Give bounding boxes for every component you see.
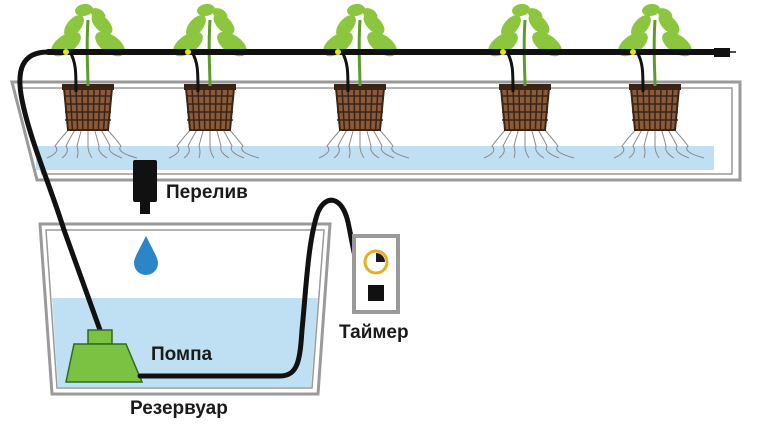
drip-emitter-tube xyxy=(190,51,200,93)
drip-emitter-tube xyxy=(505,51,515,93)
timer-label: Таймер xyxy=(339,322,409,343)
plant-leaf xyxy=(657,8,673,20)
net-pot-mesh xyxy=(502,87,548,131)
net-pot-rim xyxy=(62,84,114,90)
plant-leaf xyxy=(501,15,521,37)
reservoir-label: Резервуар xyxy=(130,398,228,419)
plant-leaf xyxy=(186,15,206,37)
drip-emitter-connector xyxy=(335,49,341,55)
plant-leaf xyxy=(197,3,215,17)
drip-emitter-connector xyxy=(500,49,506,55)
net-pot-rim xyxy=(499,84,551,90)
drip-line xyxy=(45,48,736,57)
drip-emitter-tube xyxy=(68,51,78,93)
plant-roots xyxy=(46,127,138,159)
net-pot-rim xyxy=(629,84,681,90)
plant-leaf xyxy=(512,3,530,17)
plant-stem xyxy=(357,19,362,87)
plant-4 xyxy=(483,3,575,159)
plant-stem xyxy=(85,19,90,87)
overflow-drain xyxy=(133,160,157,214)
drip-emitter-connector xyxy=(63,49,69,55)
plant-stem xyxy=(652,19,657,87)
net-pot-mesh xyxy=(337,87,383,131)
plant-stem xyxy=(207,19,212,87)
plant-leaf xyxy=(212,8,228,20)
water-droplet-icon xyxy=(134,236,158,275)
timer-plug xyxy=(368,285,384,301)
net-pot-mesh xyxy=(65,87,111,131)
net-pot-rim xyxy=(184,84,236,90)
plant-leaf xyxy=(362,8,378,20)
drip-emitter-connector xyxy=(630,49,636,55)
plant-roots xyxy=(483,127,575,159)
plant-leaf xyxy=(631,15,651,37)
net-pot-mesh xyxy=(187,87,233,131)
net-pot-rim xyxy=(334,84,386,90)
supply-tube xyxy=(17,49,103,333)
drip-emitter-connector xyxy=(185,49,191,55)
drip-emitter-tube xyxy=(340,51,350,93)
plant-leaf xyxy=(75,3,93,17)
plants-group xyxy=(46,3,705,159)
drip-line-end-cap xyxy=(714,48,730,57)
plant-leaf xyxy=(64,15,84,37)
plant-leaf xyxy=(642,3,660,17)
plant-roots xyxy=(168,127,260,159)
plant-1 xyxy=(46,3,138,159)
plant-leaf xyxy=(336,15,356,37)
emitters-group xyxy=(63,49,645,93)
timer-device xyxy=(352,234,400,314)
plant-roots xyxy=(318,127,410,159)
net-pot-mesh xyxy=(632,87,678,131)
plant-leaf xyxy=(90,8,106,20)
overflow-label: Перелив xyxy=(166,182,248,203)
pump-icon xyxy=(65,329,144,383)
plant-leaf xyxy=(347,3,365,17)
drip-emitter-tube xyxy=(635,51,645,93)
pump-label: Помпа xyxy=(151,344,213,365)
plant-leaf xyxy=(527,8,543,20)
plant-roots xyxy=(613,127,705,159)
plant-stem xyxy=(522,19,527,87)
